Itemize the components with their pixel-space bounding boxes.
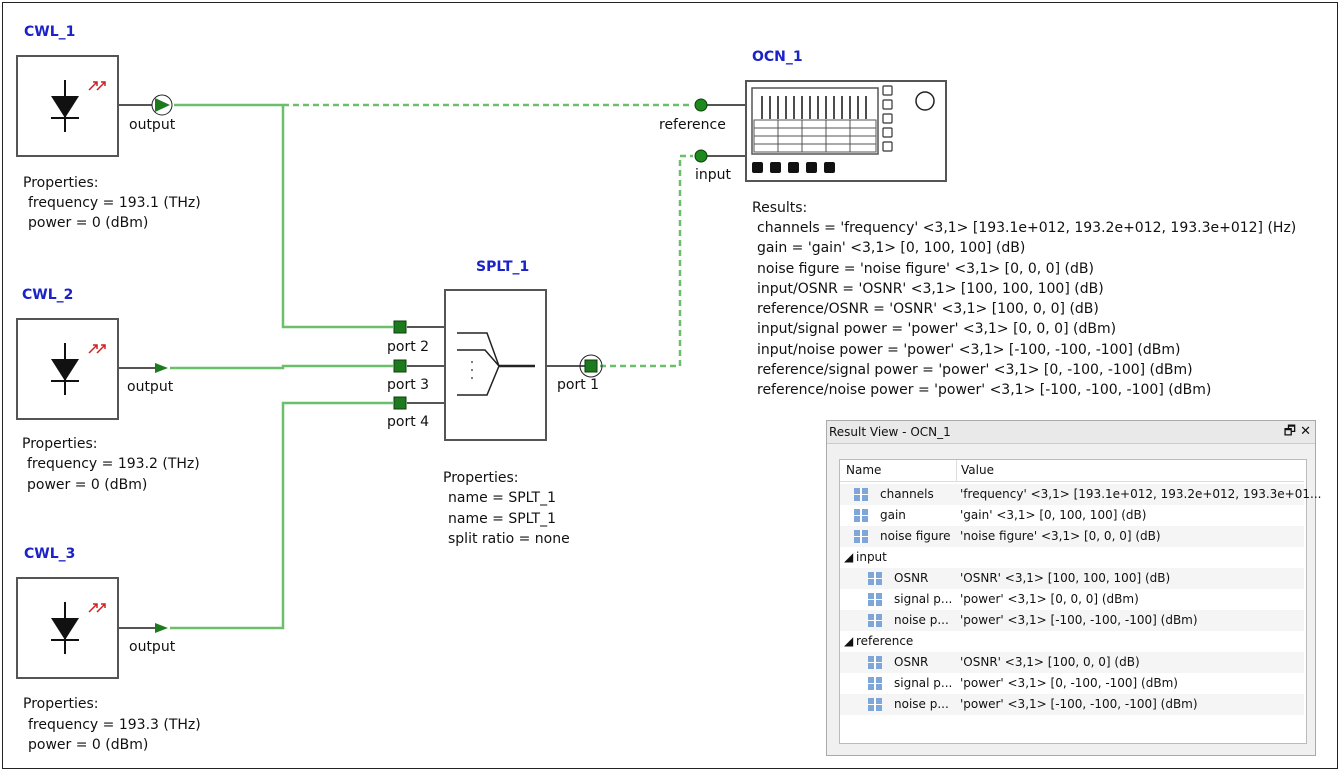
cwl1-props-title: Properties:: [23, 175, 99, 191]
ocn-result: gain = 'gain' <3,1> [0, 100, 100] (dB): [757, 240, 1026, 256]
tree-row[interactable]: signal p... 'power' <3,1> [0, -100, -100]…: [840, 673, 1304, 694]
ocn-label[interactable]: OCN_1: [752, 49, 803, 65]
cwl2-prop: power = 0 (dBm): [27, 477, 148, 493]
tree-row[interactable]: noise figure 'noise figure' <3,1> [0, 0, …: [840, 526, 1304, 547]
ocn-port-label: reference: [659, 117, 726, 133]
cwl3-prop: frequency = 193.3 (THz): [28, 717, 201, 733]
tree-row-value: 'OSNR' <3,1> [100, 0, 0] (dB): [960, 655, 1140, 669]
matrix-icon: [868, 572, 882, 585]
result-view-title: Result View - OCN_1: [829, 425, 951, 439]
matrix-icon: [868, 677, 882, 690]
cwl3-props-title: Properties:: [23, 696, 99, 712]
cwl1-prop: frequency = 193.1 (THz): [28, 195, 201, 211]
expand-triangle-icon[interactable]: ◢: [844, 634, 854, 648]
ocn-result: reference/noise power = 'power' <3,1> [-…: [757, 382, 1212, 398]
ocn-port-label: input: [695, 167, 732, 183]
ocn-results-title: Results:: [752, 200, 808, 216]
tree-group-label: reference: [856, 634, 914, 648]
matrix-icon: [854, 488, 868, 501]
cwl1-output-port-icon: [155, 98, 170, 112]
matrix-icon: [868, 614, 882, 627]
result-tree-table[interactable]: Name Value channels 'frequency' <3,1> [19…: [839, 459, 1321, 744]
laser-cwl3-icon[interactable]: [16, 577, 119, 679]
ocn-result: noise figure = 'noise figure' <3,1> [0, …: [757, 261, 1094, 277]
tree-row-name: noise figure: [880, 529, 951, 543]
ocn-result: input/OSNR = 'OSNR' <3,1> [100, 100, 100…: [757, 281, 1104, 297]
cwl2-port-label: output: [127, 379, 174, 395]
splt-port-label: port 2: [387, 339, 430, 355]
tree-row[interactable]: channels 'frequency' <3,1> [193.1e+012, 1…: [840, 484, 1321, 505]
column-header-name[interactable]: Name: [846, 463, 882, 477]
ocn-result: channels = 'frequency' <3,1> [193.1e+012…: [757, 220, 1297, 236]
splt-port-label: port 4: [387, 414, 430, 430]
splt-port-label: port 1: [557, 377, 600, 393]
ocn-result: input/noise power = 'power' <3,1> [-100,…: [757, 342, 1181, 358]
cwl2-prop: frequency = 193.2 (THz): [27, 456, 200, 472]
cwl3-prop: power = 0 (dBm): [28, 737, 149, 753]
cwl1-prop: power = 0 (dBm): [28, 215, 149, 231]
tree-row-name: noise p...: [894, 613, 949, 627]
tree-row[interactable]: noise p... 'power' <3,1> [-100, -100, -10…: [840, 610, 1304, 631]
tree-row-name: gain: [880, 508, 906, 522]
expand-triangle-icon[interactable]: ◢: [844, 550, 854, 564]
splt-props-title: Properties:: [443, 470, 519, 486]
splt-prop: name = SPLT_1: [448, 511, 556, 527]
cwl3-port-label: output: [129, 639, 176, 655]
tree-row-name: signal p...: [894, 676, 953, 690]
cwl2-props-title: Properties:: [22, 436, 98, 452]
matrix-icon: [868, 656, 882, 669]
tree-row-value: 'OSNR' <3,1> [100, 100, 100] (dB): [960, 571, 1171, 585]
tree-row-value: 'gain' <3,1> [0, 100, 100] (dB): [960, 508, 1147, 522]
tree-group-row[interactable]: ◢input: [840, 547, 1304, 568]
tree-row-name: OSNR: [894, 655, 929, 669]
tree-row-value: 'frequency' <3,1> [193.1e+012, 193.2e+01…: [960, 487, 1322, 501]
tree-row-value: 'power' <3,1> [-100, -100, -100] (dBm): [960, 613, 1198, 627]
laser-cwl2-icon[interactable]: [16, 318, 119, 420]
matrix-icon: [854, 530, 868, 543]
close-icon[interactable]: ✕: [1300, 424, 1311, 439]
tree-row[interactable]: gain 'gain' <3,1> [0, 100, 100] (dB): [840, 505, 1304, 526]
restore-icon[interactable]: 🗗: [1283, 424, 1296, 439]
tree-row-value: 'power' <3,1> [0, 0, 0] (dBm): [960, 592, 1139, 606]
tree-group-row[interactable]: ◢reference: [840, 631, 1304, 652]
tree-row-value: 'noise figure' <3,1> [0, 0, 0] (dB): [960, 529, 1161, 543]
tree-row[interactable]: signal p... 'power' <3,1> [0, 0, 0] (dBm): [840, 589, 1304, 610]
ocn-result: reference/signal power = 'power' <3,1> […: [757, 362, 1193, 378]
tree-row-name: channels: [880, 487, 934, 501]
matrix-icon: [868, 593, 882, 606]
ocn-result: reference/OSNR = 'OSNR' <3,1> [100, 0, 0…: [757, 301, 1099, 317]
result-view-titlebar[interactable]: Result View - OCN_1 🗗 ✕: [827, 421, 1315, 444]
cwl1-label[interactable]: CWL_1: [24, 24, 76, 40]
tree-row-name: noise p...: [894, 697, 949, 711]
tree-row-name: OSNR: [894, 571, 929, 585]
result-view-panel: Result View - OCN_1 🗗 ✕ Name Value chann…: [826, 420, 1321, 756]
ocn-result: input/signal power = 'power' <3,1> [0, 0…: [757, 321, 1117, 337]
tree-row[interactable]: OSNR 'OSNR' <3,1> [100, 100, 100] (dB): [840, 568, 1304, 589]
cwl1-port-label: output: [129, 117, 176, 133]
tree-group-label: input: [856, 550, 887, 564]
tree-row-value: 'power' <3,1> [0, -100, -100] (dBm): [960, 676, 1178, 690]
cwl3-label[interactable]: CWL_3: [24, 546, 76, 562]
matrix-icon: [868, 698, 882, 711]
column-header-value[interactable]: Value: [956, 460, 994, 481]
splt-port-label: port 3: [387, 377, 430, 393]
splt-prop: name = SPLT_1: [448, 490, 556, 506]
tree-row-value: 'power' <3,1> [-100, -100, -100] (dBm): [960, 697, 1198, 711]
splt-label[interactable]: SPLT_1: [476, 259, 530, 275]
tree-row-name: signal p...: [894, 592, 953, 606]
splt-prop: split ratio = none: [448, 531, 570, 547]
tree-row[interactable]: OSNR 'OSNR' <3,1> [100, 0, 0] (dB): [840, 652, 1304, 673]
cwl2-label[interactable]: CWL_2: [22, 287, 74, 303]
matrix-icon: [854, 509, 868, 522]
tree-row[interactable]: noise p... 'power' <3,1> [-100, -100, -10…: [840, 694, 1304, 715]
laser-cwl1-icon[interactable]: [16, 55, 119, 157]
